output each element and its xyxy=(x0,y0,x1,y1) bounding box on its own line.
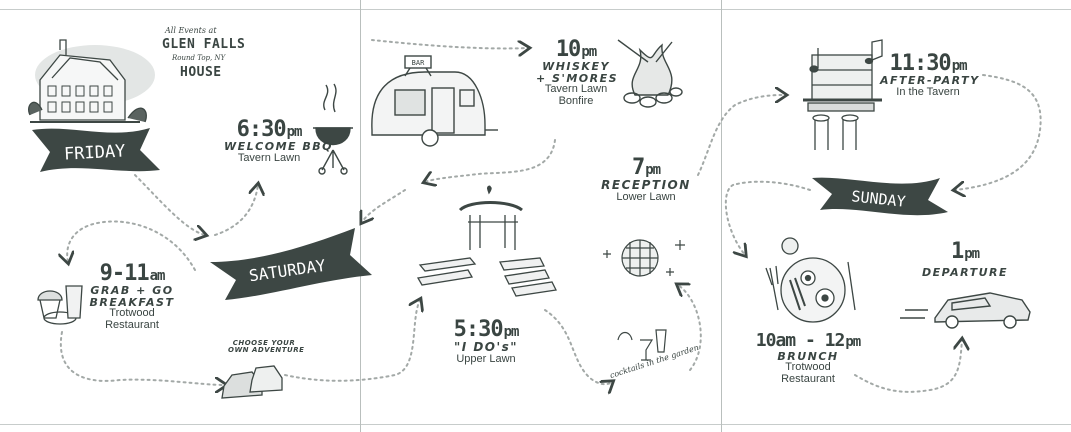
event-location: In the Tavern xyxy=(896,85,960,98)
brunch-event: 10am - 12pm BRUNCH Trotwood Restaurant xyxy=(752,330,864,386)
event-time: 6:30 xyxy=(236,117,287,142)
adventure-line1: CHOOSE YOUR xyxy=(232,339,296,347)
arbor-icon xyxy=(458,185,523,250)
after-party-event: 11:30pm AFTER-PARTY In the Tavern xyxy=(880,51,980,98)
saturday-banner: SATURDAY xyxy=(210,228,372,300)
event-time-unit: pm xyxy=(286,124,303,140)
camper-trailer-icon: BAR xyxy=(371,55,498,147)
venue-name-line1: GLEN FALLS xyxy=(162,37,246,52)
event-title-line1: WHISKEY xyxy=(542,60,610,74)
reception-event: 7pm RECEPTION Lower Lawn xyxy=(598,156,694,203)
event-time: 10am - 12 xyxy=(755,330,846,351)
event-title-line2: BREAKFAST xyxy=(89,295,175,309)
event-time: 10 xyxy=(555,37,581,62)
event-location-line2: Bonfire xyxy=(558,94,594,107)
friday-label: FRIDAY xyxy=(64,141,126,164)
event-title: "I DO's" xyxy=(453,340,519,355)
event-location: Upper Lawn xyxy=(456,352,516,365)
bar-sign-label: BAR xyxy=(412,59,425,67)
event-location-line1: Trotwood xyxy=(785,361,831,374)
cocktail-glasses-icon xyxy=(617,329,667,361)
event-location-line2: Restaurant xyxy=(781,372,835,385)
event-title: DEPARTURE xyxy=(921,266,1009,280)
event-location-line2: Restaurant xyxy=(105,318,159,331)
ceremony-event: 5:30pm "I DO's" Upper Lawn xyxy=(436,318,536,365)
venue-name-line2: HOUSE xyxy=(180,65,222,80)
house-illustration xyxy=(28,39,155,123)
bar-counter-icon xyxy=(803,54,882,150)
event-title: WELCOME BBQ xyxy=(224,140,333,154)
friday-banner: FRIDAY xyxy=(32,128,160,172)
venue-address: Round Top, NY xyxy=(172,54,226,62)
bottom-edge xyxy=(0,424,1071,425)
event-time-unit: pm xyxy=(951,58,968,74)
disco-ball-icon xyxy=(603,239,685,277)
adventure-line2: OWN ADVENTURE xyxy=(228,346,305,355)
music-notes-icon xyxy=(809,39,883,73)
sunday-label: SUNDAY xyxy=(851,187,907,211)
top-edge xyxy=(0,9,1071,10)
breakfast-icon xyxy=(37,285,83,325)
event-time-unit: pm xyxy=(503,324,520,340)
event-time-unit: pm xyxy=(964,246,980,262)
car-icon xyxy=(900,292,1031,329)
hiking-boots-icon xyxy=(221,365,283,399)
event-location: Tavern Lawn xyxy=(237,151,301,164)
venue-intro: All Events at xyxy=(165,26,217,35)
event-time: 9-11 xyxy=(99,261,150,286)
departure-event: 1pm DEPARTURE xyxy=(920,240,1010,279)
event-time: 5:30 xyxy=(453,317,504,342)
dotted-path xyxy=(61,39,1042,392)
whiskey-smores-event: 10pm WHISKEY + S'MORES Tavern Lawn Bonfi… xyxy=(536,37,619,107)
event-title: BRUNCH xyxy=(777,349,839,363)
event-time-unit: am xyxy=(149,268,166,284)
event-time-unit: pm xyxy=(845,334,861,350)
breakfast-event: 9-11am GRAB + GO BREAKFAST Trotwood Rest… xyxy=(88,262,176,331)
grill-icon xyxy=(313,83,353,175)
event-title-line2: + S'MORES xyxy=(536,71,619,85)
bonfire-icon xyxy=(617,39,683,108)
event-location-line1: Tavern Lawn xyxy=(544,83,608,96)
event-time: 7 xyxy=(631,155,645,180)
sunday-banner: SUNDAY xyxy=(812,177,948,216)
plate-icon xyxy=(765,237,856,323)
event-title-line1: GRAB + GO xyxy=(90,284,174,298)
event-time-unit: pm xyxy=(645,162,661,178)
adventure-note: CHOOSE YOUR OWN ADVENTURE xyxy=(228,339,305,355)
benches-icon xyxy=(416,257,557,297)
event-location: Lower Lawn xyxy=(616,190,676,203)
event-title: RECEPTION xyxy=(601,178,691,193)
event-time-unit: pm xyxy=(581,44,597,60)
welcome-bbq-event: 6:30pm WELCOME BBQ Tavern Lawn xyxy=(224,117,333,164)
event-location-line1: Trotwood xyxy=(109,307,155,320)
event-title: AFTER-PARTY xyxy=(880,74,980,88)
event-time: 1 xyxy=(950,239,964,264)
panel-right xyxy=(721,0,1071,432)
event-time: 11:30 xyxy=(889,51,951,76)
